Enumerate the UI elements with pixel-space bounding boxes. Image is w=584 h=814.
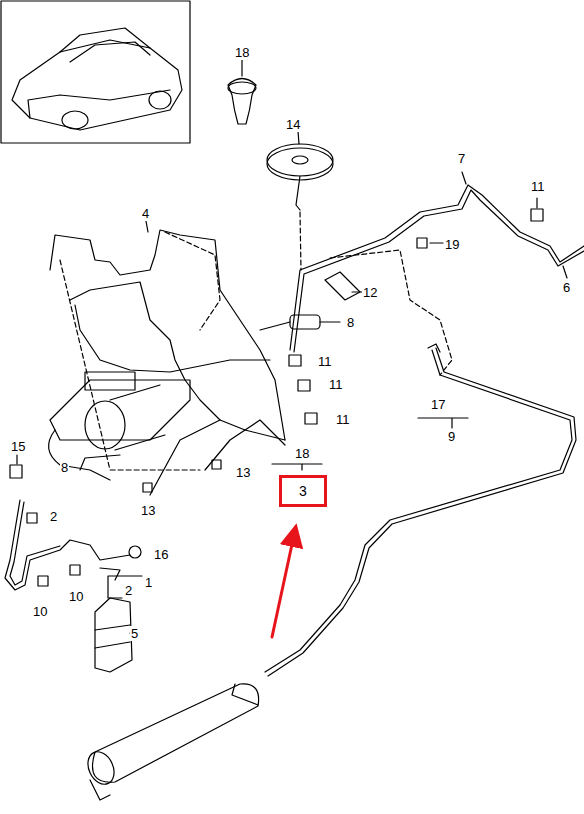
callout-number: 10 xyxy=(32,604,48,619)
callout-number: 10 xyxy=(68,589,84,604)
callout-number: 17 xyxy=(430,397,446,412)
callout-number: 11 xyxy=(317,354,333,369)
callout-number: 11 xyxy=(335,412,351,427)
callout-number: 5 xyxy=(130,626,139,641)
highlight-box: 3 xyxy=(279,475,327,507)
callout-number: 6 xyxy=(562,280,571,295)
callout-number: 19 xyxy=(444,237,460,252)
callout-number: 7 xyxy=(457,151,466,166)
callout-number: 12 xyxy=(362,285,378,300)
callout-number: 15 xyxy=(10,439,26,454)
callout-number: 9 xyxy=(447,429,456,444)
callout-number: 13 xyxy=(140,503,156,518)
callout-number: 11 xyxy=(530,179,546,194)
callout-number: 18 xyxy=(234,45,250,60)
callout-number: 18 xyxy=(294,446,310,461)
callout-number: 2 xyxy=(49,509,58,524)
callout-number: 14 xyxy=(285,117,301,132)
callout-number: 8 xyxy=(346,315,355,330)
callout-number: 1 xyxy=(144,575,153,590)
callout-number: 16 xyxy=(153,547,169,562)
callout-number: 4 xyxy=(141,206,150,221)
callout-number: 11 xyxy=(328,377,344,392)
callout-number: 13 xyxy=(235,465,251,480)
callout-number: 8 xyxy=(60,460,69,475)
callout-number: 2 xyxy=(124,583,133,598)
callout-number: 3 xyxy=(299,483,307,499)
